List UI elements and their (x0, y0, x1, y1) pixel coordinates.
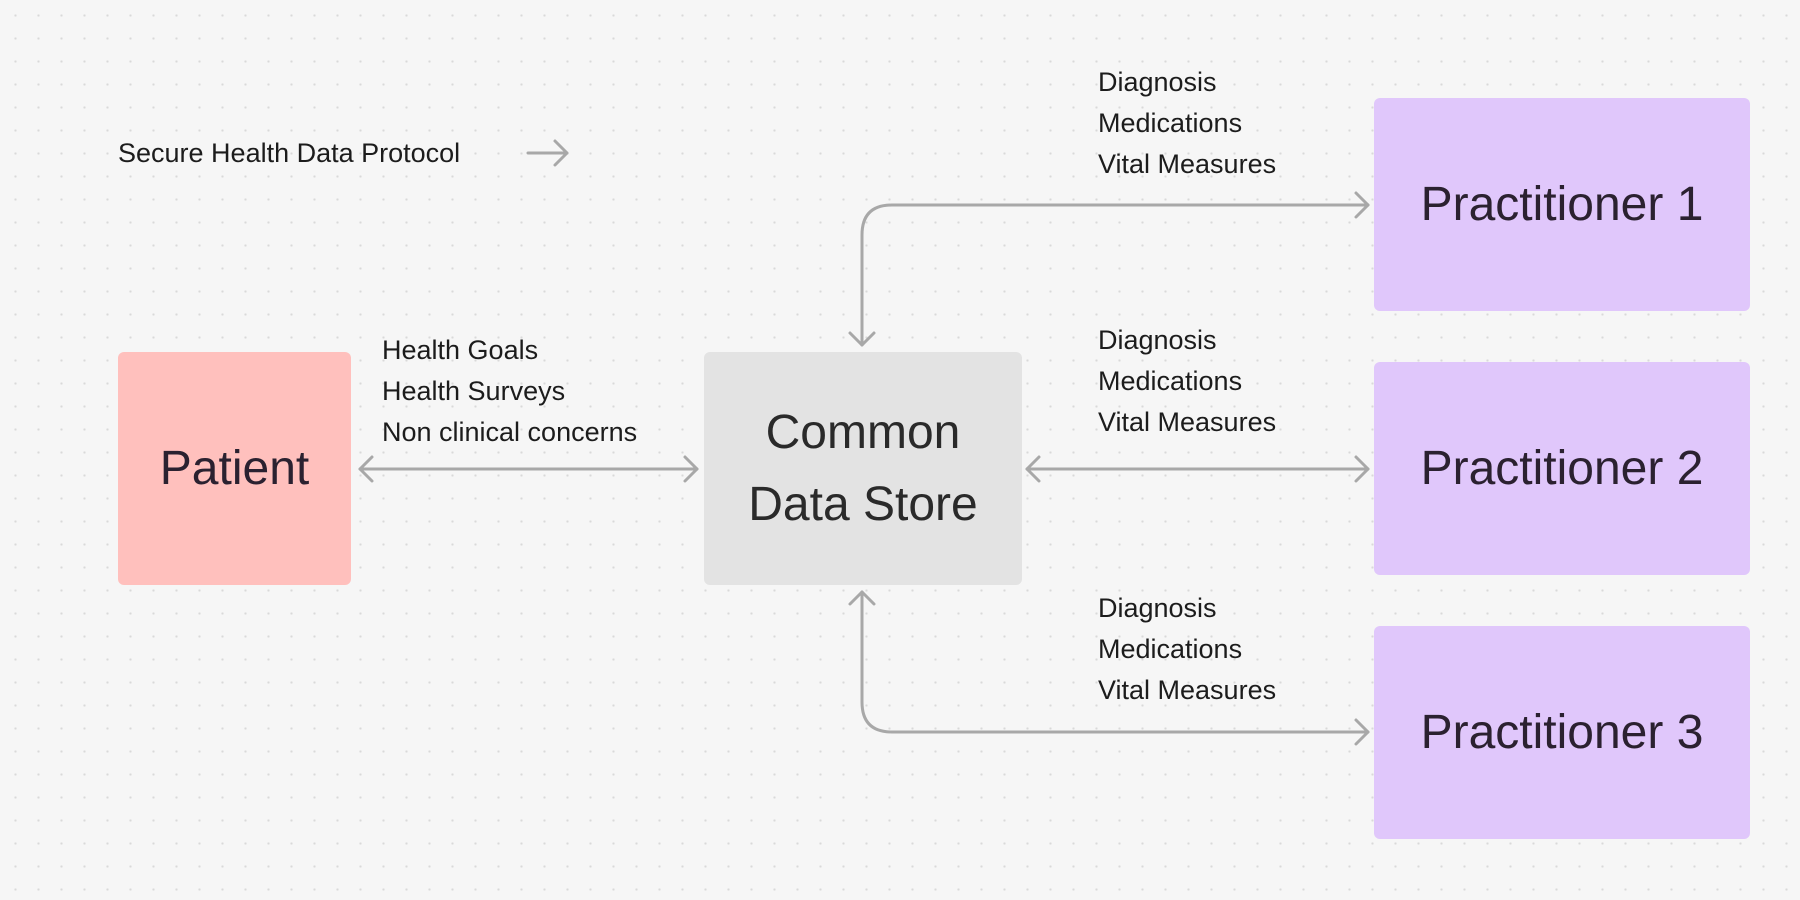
edge-label-line: Non clinical concerns (382, 417, 638, 447)
patient-arrowhead (358, 455, 374, 483)
store-practitioner-1-edge-label: Diagnosis Medications Vital Measures (1098, 62, 1276, 185)
edge-label-line: Diagnosis (1098, 325, 1217, 355)
practitioner-3-node[interactable]: Practitioner 3 (1374, 626, 1750, 839)
practitioner-1-arrowhead (1354, 191, 1370, 219)
edge-label-line: Medications (1098, 108, 1243, 138)
store-arrowhead-right (1025, 455, 1041, 483)
practitioner-3-arrowhead (1354, 718, 1370, 746)
edge-label-line: Health Surveys (382, 376, 566, 406)
legend-arrow (526, 139, 569, 167)
practitioner-2-arrowhead (1354, 455, 1370, 483)
common-data-store-label: Common Data Store (748, 405, 978, 531)
edge-label-line: Health Goals (382, 335, 539, 365)
legend-label: Secure Health Data Protocol (118, 138, 461, 168)
edge-label-line: Vital Measures (1098, 675, 1277, 705)
store-practitioner-3-edge-label: Diagnosis Medications Vital Measures (1098, 588, 1276, 711)
practitioner-2-node[interactable]: Practitioner 2 (1374, 362, 1750, 575)
store-practitioner-2-edge-label: Diagnosis Medications Vital Measures (1098, 320, 1276, 443)
edge-label-line: Vital Measures (1098, 407, 1277, 437)
edge-label-line: Diagnosis (1098, 67, 1217, 97)
store-practitioner-3-connector[interactable] (860, 590, 1370, 734)
store-practitioner-1-connector[interactable] (860, 203, 1370, 347)
store-arrowhead-bottom (848, 590, 876, 606)
edge-label-line: Medications (1098, 366, 1243, 396)
patient-node[interactable]: Patient (118, 352, 351, 585)
practitioner-1-label: Practitioner 1 (1420, 177, 1704, 231)
store-arrowhead-left (683, 455, 699, 483)
practitioner-3-label: Practitioner 3 (1420, 705, 1704, 759)
edge-label-line: Diagnosis (1098, 593, 1217, 623)
edge-label-line: Vital Measures (1098, 149, 1277, 179)
patient-label: Patient (159, 441, 310, 495)
practitioner-2-label: Practitioner 2 (1420, 441, 1704, 495)
common-data-store-node[interactable]: Common Data Store (704, 352, 1022, 585)
store-arrowhead-top (848, 331, 876, 347)
practitioner-1-node[interactable]: Practitioner 1 (1374, 98, 1750, 311)
patient-store-edge-label: Health Goals Health Surveys Non clinical… (382, 330, 637, 453)
edge-label-line: Medications (1098, 634, 1243, 664)
